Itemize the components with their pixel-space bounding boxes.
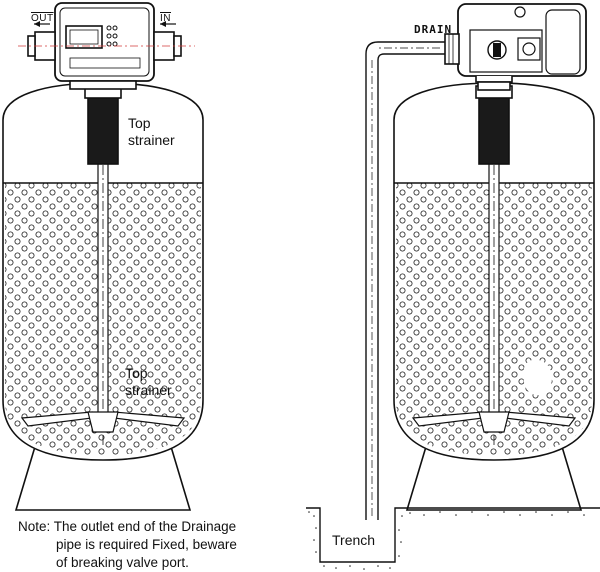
note-line-1: Note: The outlet end of the Drainage xyxy=(18,519,237,534)
top-strainer-upper-label-line2: strainer xyxy=(128,132,175,148)
right-tank xyxy=(365,3,595,520)
drain-fitting xyxy=(444,33,460,65)
left-tank xyxy=(2,2,204,511)
in-port-label: IN xyxy=(160,13,171,24)
drain-label: DRAIN xyxy=(414,23,453,36)
left-upper-strainer xyxy=(87,97,119,165)
trench xyxy=(306,507,600,570)
right-upper-strainer xyxy=(478,97,510,165)
drain-pipe xyxy=(365,41,445,520)
right-tank-stand xyxy=(405,439,583,511)
top-strainer-lower-label-line1: Top xyxy=(125,365,148,381)
top-strainer-lower-label-line2: strainer xyxy=(125,382,172,398)
installation-note: Note: The outlet end of the Drainage pip… xyxy=(18,518,237,572)
note-line-2: pipe is required Fixed, beware xyxy=(56,537,237,552)
note-line-3: of breaking valve port. xyxy=(56,555,189,570)
left-valve-display xyxy=(65,25,103,49)
left-tank-stand xyxy=(14,439,192,511)
top-strainer-upper-label-line1: Top xyxy=(128,115,151,131)
out-port-label: OUT xyxy=(31,13,54,24)
trench-label: Trench xyxy=(332,532,376,548)
